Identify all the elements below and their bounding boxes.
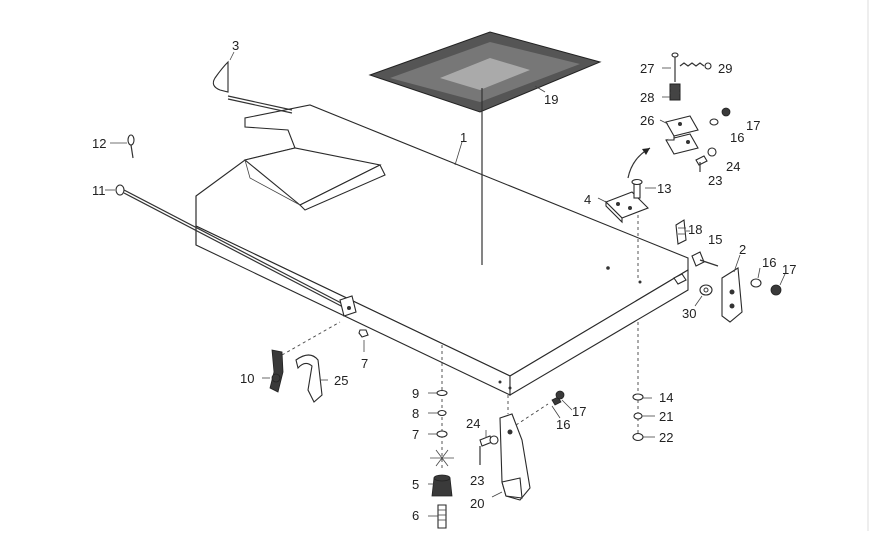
latch-part-10 <box>262 321 341 393</box>
mat-part-19 <box>368 31 602 265</box>
leader-lines <box>428 67 786 517</box>
callout-1: 1 <box>460 130 467 145</box>
callout-19: 19 <box>544 92 558 107</box>
callout-11: 11 <box>92 183 106 198</box>
callout-22: 22 <box>659 430 673 445</box>
table-top-part-1 <box>195 104 689 396</box>
callout-24b: 24 <box>726 159 740 174</box>
hinge-bracket <box>339 295 369 352</box>
callout-12: 12 <box>92 136 106 151</box>
latch-part-25 <box>295 354 328 403</box>
callout-16a: 16 <box>730 130 744 145</box>
callout-15: 15 <box>708 232 722 247</box>
callout-30: 30 <box>682 306 696 321</box>
callout-10: 10 <box>240 371 254 386</box>
callout-17c: 17 <box>572 404 586 419</box>
callout-labels: 1 2 3 4 5 6 7 7 8 9 10 11 12 13 14 15 16… <box>92 38 796 523</box>
callout-27: 27 <box>640 61 654 76</box>
callout-3: 3 <box>232 38 239 53</box>
hinge-plate-part-2 <box>721 267 743 323</box>
callout-9: 9 <box>412 386 419 401</box>
callout-28: 28 <box>640 90 654 105</box>
callout-21: 21 <box>659 409 673 424</box>
callout-20: 20 <box>470 496 484 511</box>
callout-8: 8 <box>412 406 419 421</box>
washer-stack-right <box>632 215 644 442</box>
callout-5: 5 <box>412 477 419 492</box>
leg-bracket-part-20 <box>479 390 565 501</box>
callout-4: 4 <box>584 192 591 207</box>
callout-7a: 7 <box>361 356 368 371</box>
callout-2: 2 <box>739 242 746 257</box>
spring-assembly-inset <box>665 52 731 172</box>
callout-17a: 17 <box>746 118 760 133</box>
callout-24a: 24 <box>466 416 480 431</box>
callout-26: 26 <box>640 113 654 128</box>
callout-29: 29 <box>718 61 732 76</box>
callout-18: 18 <box>688 222 702 237</box>
washer-nut-right <box>699 278 782 296</box>
rod-part-11 <box>105 184 346 309</box>
leg-fastener-stack <box>430 345 454 529</box>
clip-part-18 <box>673 219 687 285</box>
callout-25: 25 <box>334 373 348 388</box>
callout-23b: 23 <box>708 173 722 188</box>
callout-13: 13 <box>657 181 671 196</box>
callout-7b: 7 <box>412 427 419 442</box>
callout-6: 6 <box>412 508 419 523</box>
pin-part-12 <box>110 134 135 159</box>
block-part-4 <box>605 178 649 224</box>
callout-23a: 23 <box>470 473 484 488</box>
callout-14: 14 <box>659 390 673 405</box>
callout-16b: 16 <box>762 255 776 270</box>
bracket-part-3 <box>212 51 293 114</box>
callout-17b: 17 <box>782 262 796 277</box>
callout-16c: 16 <box>556 417 570 432</box>
bolt-part-15 <box>691 251 719 267</box>
